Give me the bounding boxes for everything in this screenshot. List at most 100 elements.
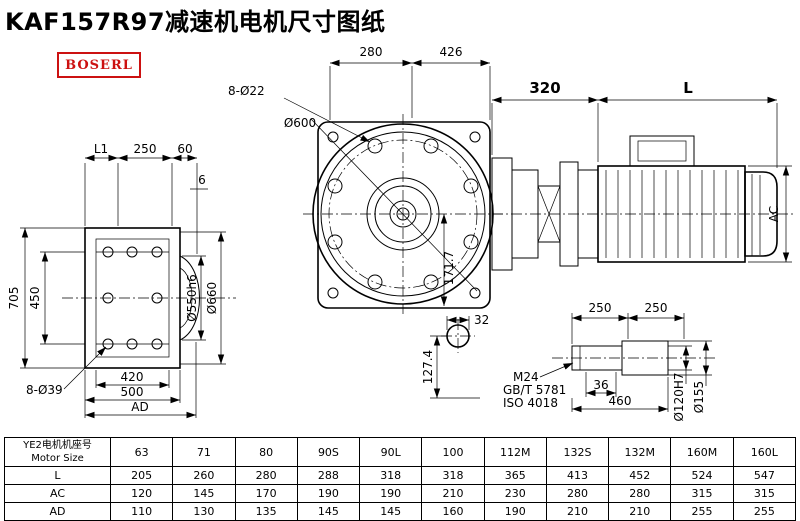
table-cell: 110 [109, 502, 174, 521]
label-M24: M24 [513, 370, 539, 384]
terminal-box [629, 135, 695, 167]
boserl-logo-text: BOSERL [65, 57, 133, 73]
table-cell: 255 [732, 502, 797, 521]
dim-d550h6: Ø550h6 [185, 274, 199, 322]
table-cell: 130 [172, 502, 236, 521]
dim-320: 320 [529, 79, 560, 97]
dim-250: 250 [134, 142, 157, 156]
side-view-dimensions: 320 L AC [491, 79, 792, 263]
row-label: L [4, 466, 111, 485]
table-header-motor-size: YE2电机机座号 Motor Size [4, 437, 111, 467]
col-header: 132S [545, 437, 610, 467]
table-cell: 315 [732, 484, 797, 503]
dim-AC: AC [767, 206, 781, 222]
dim-d660: Ø660 [205, 282, 219, 314]
dim-8xd22: 8-Ø22 [228, 84, 265, 98]
col-header: 63 [109, 437, 174, 467]
dim-426: 426 [440, 45, 463, 59]
table-cell: 288 [296, 466, 361, 485]
table-cell: 145 [296, 502, 361, 521]
dim-460: 460 [609, 394, 632, 408]
table-cell: 210 [608, 502, 672, 521]
dim-L1: L1 [94, 142, 108, 156]
col-header: 80 [234, 437, 298, 467]
table-header-en: Motor Size [31, 453, 84, 464]
dim-d600: Ø600 [284, 116, 316, 130]
table-cell: 280 [234, 466, 298, 485]
table-row-L: L 205 260 280 288 318 318 365 413 452 52… [4, 466, 797, 485]
table-cell: 318 [421, 466, 485, 485]
table-cell: 452 [608, 466, 672, 485]
col-header: 160L [732, 437, 797, 467]
col-header: 71 [172, 437, 236, 467]
table-cell: 145 [172, 484, 236, 503]
dim-d120H7: Ø120H7 [672, 372, 686, 421]
col-header: 132M [608, 437, 672, 467]
page-title: KAF157R97减速机电机尺寸图纸 [5, 8, 386, 36]
table-cell: 160 [421, 502, 485, 521]
dim-127-4: 127.4 [421, 350, 435, 384]
table-row-AD: AD 110 130 135 145 145 160 190 210 210 2… [4, 502, 797, 521]
table-cell: 170 [234, 484, 298, 503]
dim-60: 60 [177, 142, 192, 156]
front-view-gearbox [303, 114, 503, 314]
col-header: 112M [483, 437, 547, 467]
shaft-detail-view: 250 250 M24 GB/T 5781 ISO 4018 36 460 Ø1… [503, 301, 715, 422]
table-cell: 255 [670, 502, 734, 521]
dim-d155: Ø155 [692, 381, 706, 413]
table-cell: 547 [732, 466, 797, 485]
table-cell: 280 [608, 484, 672, 503]
table-cell: 280 [545, 484, 610, 503]
label-GBT-5781: GB/T 5781 [503, 383, 566, 397]
motor-size-table: YE2电机机座号 Motor Size 63 71 80 90S 90L 100… [4, 437, 797, 521]
table-cell: 210 [421, 484, 485, 503]
col-header: 90L [359, 437, 423, 467]
col-header: 100 [421, 437, 485, 467]
fan-cover [744, 171, 778, 257]
label-ISO-4018: ISO 4018 [503, 396, 558, 410]
table-cell: 190 [483, 502, 547, 521]
dim-250-b: 250 [645, 301, 668, 315]
col-header: 160M [670, 437, 734, 467]
dim-250-a: 250 [589, 301, 612, 315]
table-cell: 205 [109, 466, 174, 485]
dim-AD: AD [131, 400, 148, 414]
table-cell: 135 [234, 502, 298, 521]
dim-280: 280 [360, 45, 383, 59]
dim-8xd39: 8-Ø39 [26, 383, 63, 397]
row-label: AD [4, 502, 111, 521]
table-cell: 190 [359, 484, 423, 503]
table-header-row: YE2电机机座号 Motor Size 63 71 80 90S 90L 100… [4, 437, 797, 467]
dim-171-7: 171.7 [442, 251, 456, 285]
dim-L: L [683, 79, 693, 97]
col-header: 90S [296, 437, 361, 467]
table-cell: 318 [359, 466, 423, 485]
table-cell: 413 [545, 466, 610, 485]
table-cell: 210 [545, 502, 610, 521]
table-cell: 365 [483, 466, 547, 485]
dim-36: 36 [593, 378, 608, 392]
table-cell: 145 [359, 502, 423, 521]
table-row-AC: AC 120 145 170 190 190 210 230 280 280 3… [4, 484, 797, 503]
table-cell: 190 [296, 484, 361, 503]
row-label: AC [4, 484, 111, 503]
shaft-section-view: 32 127.4 [421, 313, 489, 399]
left-flange-view [62, 227, 236, 369]
table-cell: 524 [670, 466, 734, 485]
table-cell: 120 [109, 484, 174, 503]
dim-420: 420 [121, 370, 144, 384]
dim-705: 705 [7, 287, 21, 310]
flange-outline [84, 227, 181, 369]
side-view-motor [491, 135, 795, 271]
dim-32: 32 [474, 313, 489, 327]
dim-500: 500 [121, 385, 144, 399]
table-cell: 315 [670, 484, 734, 503]
table-cell: 260 [172, 466, 236, 485]
front-view-dimensions: Ø600 8-Ø22 280 426 171.7 [228, 45, 491, 306]
dim-450: 450 [28, 287, 42, 310]
table-cell: 230 [483, 484, 547, 503]
table-header-cn: YE2电机机座号 [23, 440, 92, 451]
dim-6: 6 [198, 173, 206, 187]
boserl-logo: BOSERL [57, 52, 141, 78]
